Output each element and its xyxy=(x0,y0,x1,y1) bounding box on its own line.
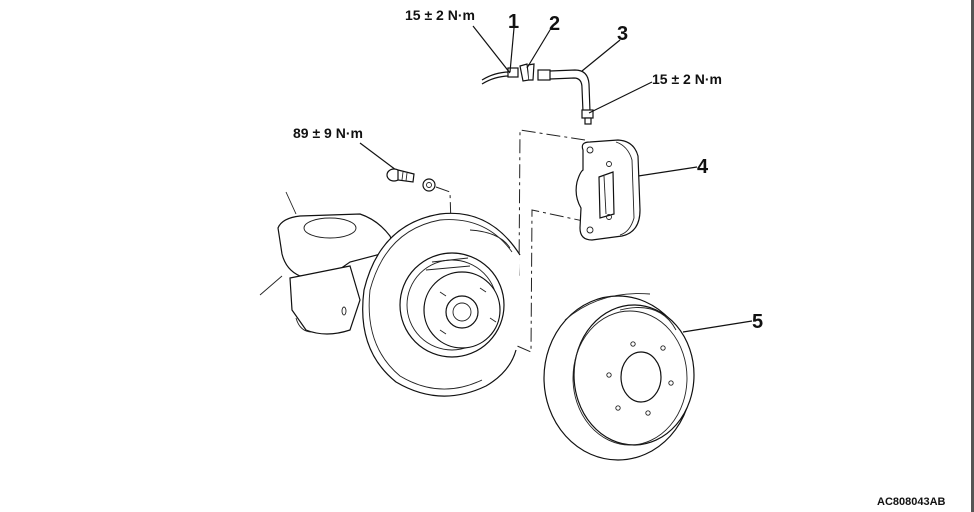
callout-2: 2 xyxy=(549,13,560,35)
callout-5: 5 xyxy=(752,311,763,333)
figure-code: AC808043AB xyxy=(877,496,946,508)
assembly-line-lower xyxy=(484,209,589,353)
callout-4: 4 xyxy=(697,156,709,178)
clip-part xyxy=(519,63,535,82)
callout-1: 1 xyxy=(508,11,519,33)
hub xyxy=(423,271,501,349)
leader-5 xyxy=(682,320,753,333)
torque-label-hose-connector: 15 ± 2 N·m xyxy=(405,7,475,23)
washer xyxy=(422,178,436,192)
caliper-bolt xyxy=(386,168,415,183)
torque-label-hose-banjo: 15 ± 2 N·m xyxy=(652,71,722,87)
torque-label-caliper-bolt: 89 ± 9 N·m xyxy=(293,125,363,141)
brake-pipe xyxy=(481,67,519,85)
leader-torque-1 xyxy=(472,25,511,74)
leader-2 xyxy=(526,29,551,69)
leader-torque-2 xyxy=(588,81,653,114)
callout-3: 3 xyxy=(617,23,628,45)
leader-torque-3 xyxy=(359,142,401,174)
knuckle-housing xyxy=(259,191,397,335)
right-border xyxy=(971,0,974,512)
brake-disc xyxy=(543,293,695,461)
brake-hose xyxy=(537,69,594,125)
leader-1 xyxy=(509,27,515,73)
leader-3 xyxy=(581,39,621,72)
leader-4 xyxy=(631,166,698,178)
caliper-assembly xyxy=(575,139,641,241)
